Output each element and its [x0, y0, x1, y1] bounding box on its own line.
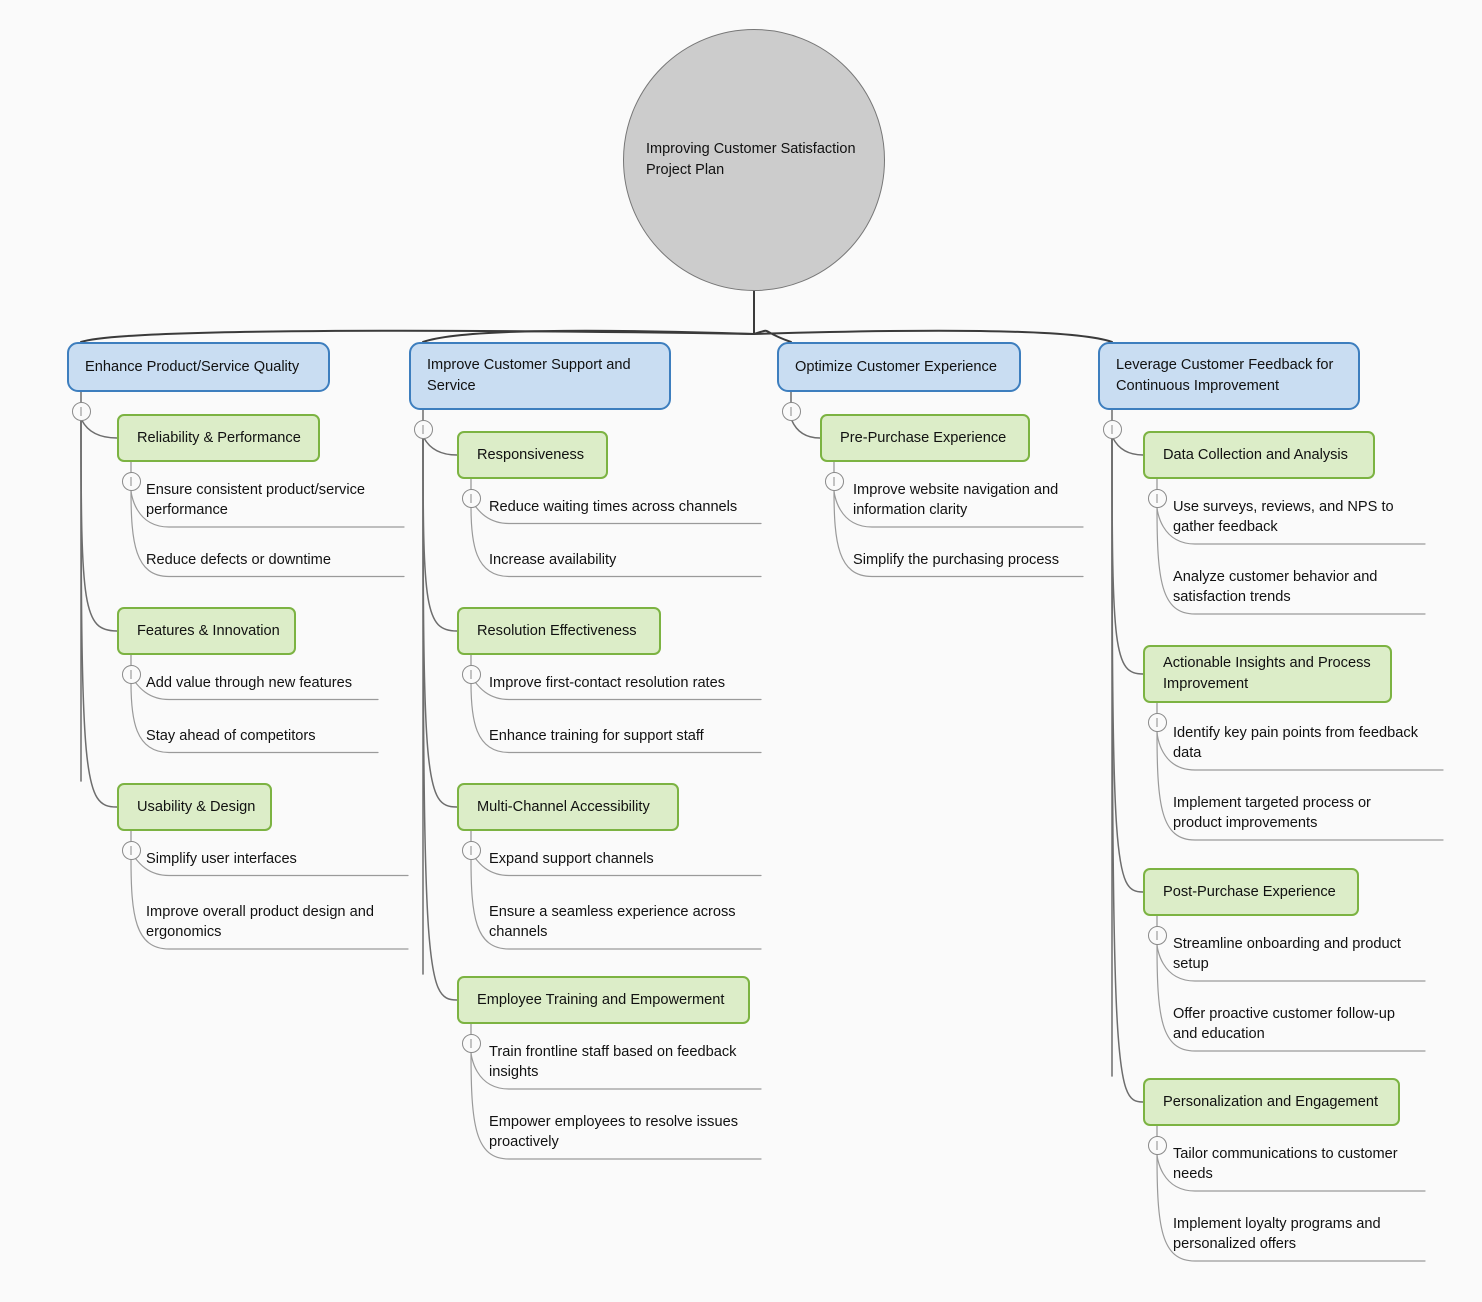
leaf-node[interactable]: Ensure consistent product/service perfor… — [146, 480, 404, 521]
leaf-label: Increase availability — [489, 552, 617, 568]
root-label: Improving Customer Satisfaction Project … — [646, 140, 856, 178]
subtopic-node[interactable]: Employee Training and Empowerment — [457, 976, 750, 1024]
branch-node-3[interactable]: Optimize Customer Experience — [777, 342, 1021, 392]
collapse-toggle-icon[interactable] — [1147, 925, 1167, 945]
subtopic-node[interactable]: Actionable Insights and Process Improvem… — [1143, 645, 1392, 703]
subtopic-node[interactable]: Resolution Effectiveness — [457, 607, 661, 655]
leaf-label: Reduce waiting times across channels — [489, 499, 738, 515]
leaf-label: Identify key pain points from feedback d… — [1173, 725, 1418, 762]
branch-label: Optimize Customer Experience — [795, 358, 997, 375]
collapse-toggle-icon[interactable] — [461, 1033, 481, 1053]
collapse-toggle-icon[interactable] — [1147, 1135, 1167, 1155]
leaf-node[interactable]: Offer proactive customer follow-up and e… — [1173, 1004, 1425, 1045]
leaf-label: Train frontline staff based on feedback … — [489, 1044, 737, 1081]
subtopic-node[interactable]: Data Collection and Analysis — [1143, 431, 1375, 479]
leaf-node[interactable]: Add value through new features — [146, 673, 378, 693]
subtopic-label: Personalization and Engagement — [1163, 1093, 1379, 1110]
leaf-node[interactable]: Increase availability — [489, 550, 761, 570]
branch-label: Enhance Product/Service Quality — [85, 358, 300, 375]
subtopic-label: Reliability & Performance — [137, 429, 301, 446]
leaf-label: Stay ahead of competitors — [146, 728, 316, 744]
leaf-node[interactable]: Stay ahead of competitors — [146, 726, 378, 746]
leaf-label: Streamline onboarding and product setup — [1173, 936, 1401, 973]
collapse-toggle-icon[interactable] — [461, 840, 481, 860]
branch-node-2[interactable]: Improve Customer Support and Service — [409, 342, 671, 410]
subtopic-node[interactable]: Responsiveness — [457, 431, 608, 479]
leaf-node[interactable]: Improve first-contact resolution rates — [489, 673, 761, 693]
subtopic-label: Multi-Channel Accessibility — [477, 798, 650, 815]
leaf-label: Add value through new features — [146, 675, 353, 691]
collapse-toggle-icon[interactable] — [71, 401, 91, 421]
leaf-node[interactable]: Implement loyalty programs and personali… — [1173, 1214, 1425, 1255]
leaf-label: Improve first-contact resolution rates — [489, 675, 726, 691]
leaf-node[interactable]: Ensure a seamless experience across chan… — [489, 902, 761, 943]
leaf-node[interactable]: Improve website navigation and informati… — [853, 480, 1083, 521]
subtopic-label: Actionable Insights and Process Improvem… — [1163, 655, 1371, 692]
leaf-label: Analyze customer behavior and satisfacti… — [1173, 569, 1378, 606]
leaf-node[interactable]: Simplify user interfaces — [146, 849, 408, 869]
leaf-node[interactable]: Enhance training for support staff — [489, 726, 761, 746]
subtopic-label: Post-Purchase Experience — [1163, 883, 1336, 900]
leaf-node[interactable]: Train frontline staff based on feedback … — [489, 1042, 761, 1083]
leaf-node[interactable]: Implement targeted process or product im… — [1173, 793, 1443, 834]
leaf-label: Expand support channels — [489, 851, 654, 867]
subtopic-node[interactable]: Pre-Purchase Experience — [820, 414, 1030, 462]
leaf-node[interactable]: Use surveys, reviews, and NPS to gather … — [1173, 497, 1425, 538]
collapse-toggle-icon[interactable] — [121, 664, 141, 684]
collapse-toggle-icon[interactable] — [121, 840, 141, 860]
leaf-label: Simplify the purchasing process — [853, 552, 1060, 568]
subtopic-label: Features & Innovation — [137, 622, 280, 639]
leaf-label: Tailor communications to customer needs — [1173, 1146, 1398, 1183]
leaf-node[interactable]: Analyze customer behavior and satisfacti… — [1173, 567, 1425, 608]
subtopic-label: Resolution Effectiveness — [477, 622, 637, 639]
subtopic-node[interactable]: Features & Innovation — [117, 607, 296, 655]
leaf-label: Improve overall product design and ergon… — [146, 904, 374, 941]
subtopic-node[interactable]: Reliability & Performance — [117, 414, 320, 462]
collapse-toggle-icon[interactable] — [121, 471, 141, 491]
collapse-toggle-icon[interactable] — [824, 471, 844, 491]
subtopic-label: Employee Training and Empowerment — [477, 991, 725, 1008]
branch-label: Leverage Customer Feedback for Continuou… — [1116, 357, 1334, 394]
leaf-node[interactable]: Tailor communications to customer needs — [1173, 1144, 1425, 1185]
branch-label: Improve Customer Support and Service — [427, 357, 631, 394]
leaf-label: Ensure a seamless experience across chan… — [489, 904, 736, 941]
collapse-toggle-icon[interactable] — [1102, 419, 1122, 439]
leaf-label: Simplify user interfaces — [146, 851, 297, 867]
leaf-label: Use surveys, reviews, and NPS to gather … — [1173, 499, 1394, 536]
leaf-node[interactable]: Streamline onboarding and product setup — [1173, 934, 1425, 975]
leaf-node[interactable]: Identify key pain points from feedback d… — [1173, 723, 1443, 764]
collapse-toggle-icon[interactable] — [1147, 488, 1167, 508]
branch-node-1[interactable]: Enhance Product/Service Quality — [67, 342, 330, 392]
leaf-node[interactable]: Reduce defects or downtime — [146, 550, 404, 570]
branch-node-4[interactable]: Leverage Customer Feedback for Continuou… — [1098, 342, 1360, 410]
leaf-node[interactable]: Improve overall product design and ergon… — [146, 902, 408, 943]
collapse-toggle-icon[interactable] — [461, 488, 481, 508]
collapse-toggle-icon[interactable] — [1147, 712, 1167, 732]
collapse-toggle-icon[interactable] — [781, 401, 801, 421]
subtopic-node[interactable]: Multi-Channel Accessibility — [457, 783, 679, 831]
root-node[interactable]: Improving Customer Satisfaction Project … — [623, 29, 885, 291]
subtopic-label: Usability & Design — [137, 798, 256, 815]
leaf-label: Reduce defects or downtime — [146, 552, 331, 568]
collapse-toggle-icon[interactable] — [413, 419, 433, 439]
subtopic-label: Data Collection and Analysis — [1163, 446, 1348, 463]
leaf-label: Offer proactive customer follow-up and e… — [1173, 1006, 1395, 1043]
leaf-label: Improve website navigation and informati… — [853, 482, 1059, 519]
leaf-label: Enhance training for support staff — [489, 728, 704, 744]
leaf-label: Empower employees to resolve issues proa… — [489, 1114, 739, 1151]
leaf-label: Ensure consistent product/service perfor… — [146, 482, 366, 519]
subtopic-label: Responsiveness — [477, 446, 585, 463]
leaf-node[interactable]: Reduce waiting times across channels — [489, 497, 761, 517]
leaf-label: Implement targeted process or product im… — [1173, 795, 1371, 832]
leaf-node[interactable]: Empower employees to resolve issues proa… — [489, 1112, 761, 1153]
subtopic-node[interactable]: Usability & Design — [117, 783, 272, 831]
leaf-node[interactable]: Simplify the purchasing process — [853, 550, 1083, 570]
leaf-node[interactable]: Expand support channels — [489, 849, 761, 869]
subtopic-label: Pre-Purchase Experience — [840, 429, 1007, 446]
subtopic-node[interactable]: Post-Purchase Experience — [1143, 868, 1359, 916]
subtopic-node[interactable]: Personalization and Engagement — [1143, 1078, 1400, 1126]
leaf-label: Implement loyalty programs and personali… — [1173, 1216, 1381, 1253]
collapse-toggle-icon[interactable] — [461, 664, 481, 684]
